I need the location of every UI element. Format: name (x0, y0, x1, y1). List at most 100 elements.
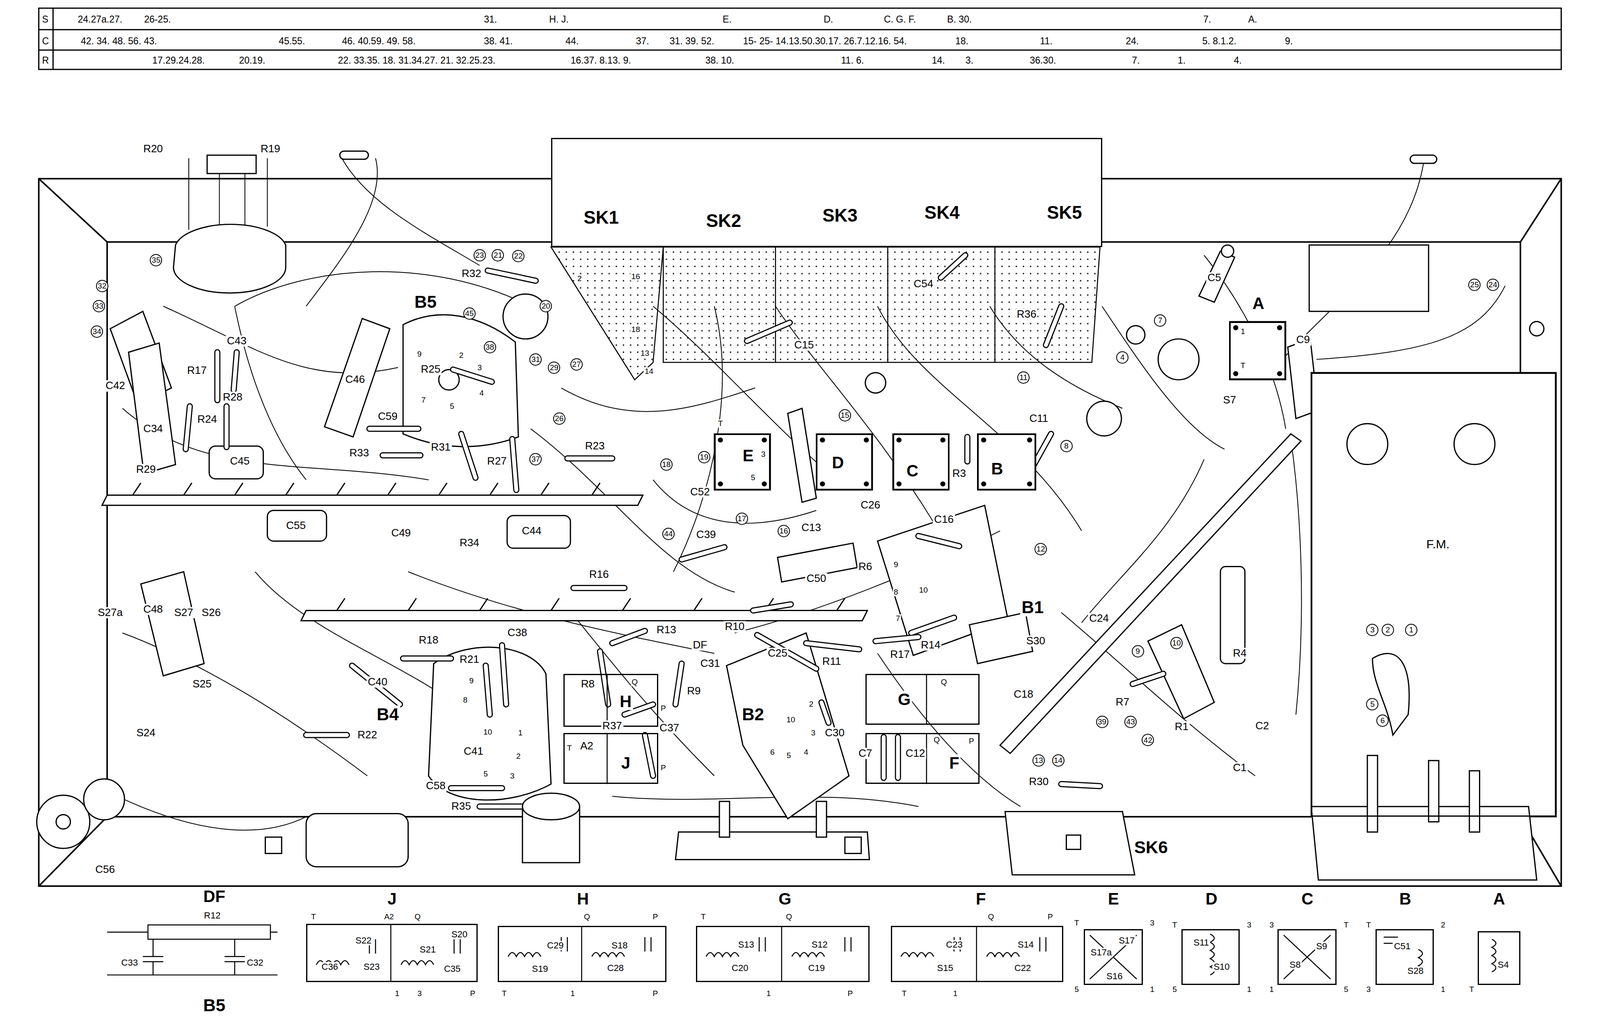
node-text: C28 (606, 963, 625, 973)
front-board (719, 801, 730, 838)
part-label: R22 (356, 729, 379, 741)
corner-dot (896, 437, 902, 443)
part-label: C55 (284, 519, 307, 532)
chassis-frame (38, 178, 1562, 886)
part-label: C44 (520, 525, 543, 537)
part-label: C56 (93, 864, 117, 876)
schematic-symbol (986, 937, 1047, 957)
valve-socket (173, 155, 1009, 819)
capacitor-body (1221, 244, 1234, 258)
schematic-symbol (1491, 939, 1496, 973)
node-text: C32 (245, 957, 265, 968)
part-label: R13 (655, 624, 678, 636)
coil-can (1086, 401, 1122, 437)
schematic-symbol (706, 937, 766, 957)
part-label: R19 (259, 143, 282, 155)
part-label: C40 (366, 676, 389, 688)
node-text: D (830, 453, 846, 472)
part-label: C59 (376, 410, 399, 422)
node-text: A (1251, 294, 1266, 312)
part-label: C13 (800, 521, 823, 534)
part-label: R34 (458, 537, 481, 549)
fm-tuner (1529, 321, 1544, 337)
part-label: S27a (96, 606, 124, 619)
node-text: 3 (1245, 920, 1253, 930)
part-label: C41 (462, 745, 485, 757)
corner-dot (896, 481, 902, 487)
coil-schematic: BT2C51S2831 (1375, 929, 1434, 986)
node-text: S15 (936, 963, 955, 973)
node-text: T (1364, 920, 1373, 930)
wiring (117, 796, 307, 830)
callout-number: 24 (1486, 278, 1500, 291)
chassis-frame (38, 178, 1562, 886)
schematic-symbol (400, 939, 461, 965)
node-text: SK4 (923, 203, 962, 223)
front-board (816, 801, 827, 838)
parts-table (38, 49, 1562, 51)
pin-label: 2 (515, 752, 522, 761)
node-text: 1 (393, 989, 401, 998)
node-text: J (620, 754, 632, 772)
coil-box (714, 433, 771, 490)
corner-dot (863, 437, 869, 443)
node-text: P (651, 912, 660, 921)
coil-box (977, 433, 1036, 490)
front-board (1066, 835, 1081, 850)
node-text: C51 (1392, 941, 1412, 952)
pin-label: 10 (482, 727, 493, 737)
node-text: SK2 (705, 211, 743, 231)
node-text: Q (784, 912, 794, 921)
corner-dot (761, 437, 767, 443)
part-label: R33 (347, 447, 371, 459)
node-text: Q (986, 912, 996, 921)
capacitor-body (128, 343, 176, 474)
schematic-symbol (780, 925, 782, 982)
node-text: 1 (952, 989, 960, 998)
node-text: DF (202, 887, 227, 905)
callout-number: 31 (529, 353, 542, 366)
front-board (675, 831, 870, 860)
node-text: C22 (1013, 963, 1033, 973)
part-label: DF (691, 639, 709, 651)
coil-schematic: HQPC29S18S19C28T1P (497, 925, 667, 982)
part-label: C18 (1012, 688, 1035, 700)
fm-tuner (1453, 423, 1495, 465)
pin-label: 4 (803, 748, 810, 757)
node-text: J (386, 890, 398, 908)
callout-number: 15 (838, 409, 852, 422)
schematic-symbol (1283, 935, 1331, 980)
node-text: A2 (382, 912, 395, 921)
pin-label: 1 (1239, 327, 1246, 336)
corner-dot (1027, 481, 1033, 487)
pin-label: 9 (468, 676, 475, 685)
coil-can: A (1229, 321, 1286, 380)
coil-can (503, 293, 1200, 436)
callout-number: 20 (539, 299, 552, 313)
front-board (844, 837, 862, 854)
valve-socket (726, 632, 849, 819)
pin-label: 2 (576, 274, 583, 283)
switch-wafer (663, 247, 1100, 363)
pin-label: 9 (892, 560, 900, 569)
front-board (265, 653, 1537, 880)
node-text: S18 (610, 940, 629, 950)
pin-label: Q (630, 677, 639, 687)
fm-tuner (339, 151, 369, 160)
node-text: S13 (737, 939, 756, 950)
part-label: R28 (221, 391, 244, 403)
part-label: R1 (1173, 721, 1190, 733)
resistor-symbol (185, 255, 1164, 807)
part-label: R24 (196, 414, 219, 426)
part-label: R16 (588, 569, 611, 581)
fm-tuner (1410, 155, 1437, 164)
wiring (530, 428, 735, 593)
part-label: C25 (766, 647, 789, 659)
node-text: 1 (1149, 985, 1156, 994)
pin-label: T (566, 743, 573, 753)
filter-schematic: DFR12C33C32 (107, 918, 278, 978)
callout-number: 33 (92, 299, 106, 313)
node-text: T (309, 912, 318, 921)
part-label: S7 (1221, 394, 1238, 406)
